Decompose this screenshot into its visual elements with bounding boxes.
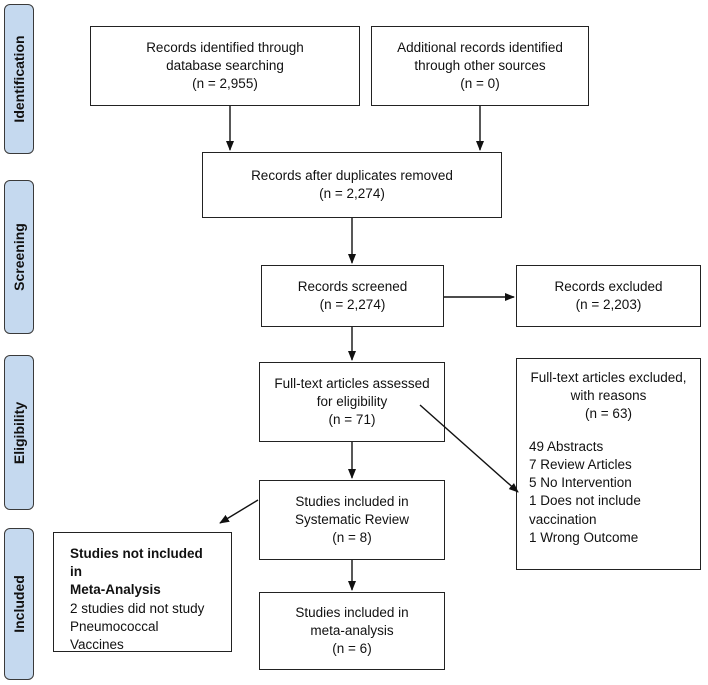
exclusion-reason: 1 Does not include — [529, 493, 641, 509]
exclusion-reason: 1 Wrong Outcome — [529, 529, 639, 545]
additional-records-line2: through other sources — [414, 57, 546, 73]
additional-records-box: Additional records identified through ot… — [371, 26, 589, 106]
arrow-review-to-not-meta — [219, 499, 259, 524]
duplicates-removed-box: Records after duplicates removed (n = 2,… — [202, 152, 502, 218]
records-screened-count: (n = 2,274) — [319, 297, 386, 312]
fulltext-excluded-count: (n = 63) — [585, 406, 632, 422]
fulltext-excluded-line1: Full-text articles excluded, — [530, 370, 687, 385]
phase-label-eligibility: Eligibility — [11, 401, 27, 464]
records-screened-box: Records screened (n = 2,274) — [261, 265, 444, 327]
fulltext-excluded-line2: with reasons — [570, 388, 647, 404]
fulltext-excluded-box: Full-text articles excluded, with reason… — [516, 358, 701, 570]
meta-analysis-box: Studies included in meta-analysis (n = 6… — [259, 592, 445, 670]
phase-eligibility: Eligibility — [4, 355, 34, 510]
not-meta-title2: Meta-Analysis — [70, 582, 161, 598]
meta-analysis-count: (n = 6) — [332, 641, 372, 657]
not-meta-desc1: 2 studies did not study — [70, 600, 205, 616]
exclusion-reason: 7 Review Articles — [529, 456, 632, 472]
phase-label-included: Included — [11, 575, 27, 633]
phase-identification: Identification — [4, 4, 34, 154]
fulltext-assessed-line1: Full-text articles assessed — [274, 375, 430, 391]
additional-records-line1: Additional records identified — [397, 39, 563, 55]
exclusion-reason: 5 No Intervention — [529, 475, 632, 491]
fulltext-assessed-line2: for eligibility — [316, 393, 388, 409]
meta-analysis-line1: Studies included in — [295, 604, 409, 620]
exclusion-reason: vaccination — [529, 511, 597, 527]
phase-label-identification: Identification — [11, 35, 27, 123]
systematic-review-line2: Systematic Review — [294, 511, 410, 527]
duplicates-removed-line1: Records after duplicates removed — [251, 167, 453, 183]
additional-records-count: (n = 0) — [460, 76, 500, 92]
phase-included: Included — [4, 528, 34, 680]
records-identified-box: Records identified through database sear… — [90, 26, 360, 106]
systematic-review-count: (n = 8) — [332, 530, 372, 546]
not-meta-title1: Studies not included in — [70, 546, 203, 580]
fulltext-assessed-box: Full-text articles assessed for eligibil… — [259, 362, 445, 442]
duplicates-removed-count: (n = 2,274) — [319, 186, 385, 201]
meta-analysis-line2: meta-analysis — [310, 622, 394, 638]
fulltext-assessed-count: (n = 71) — [328, 412, 376, 428]
records-screened-line1: Records screened — [297, 278, 408, 294]
records-excluded-box: Records excluded (n = 2,203) — [516, 265, 701, 327]
records-identified-line2: database searching — [166, 57, 284, 73]
not-meta-desc2: Pneumococcal Vaccines — [70, 618, 159, 653]
records-identified-line1: Records identified through — [146, 39, 304, 55]
not-meta-analysis-box: Studies not included in Meta-Analysis 2 … — [53, 532, 232, 652]
systematic-review-box: Studies included in Systematic Review (n… — [259, 480, 445, 560]
records-excluded-line1: Records excluded — [554, 278, 663, 294]
systematic-review-line1: Studies included in — [295, 493, 409, 509]
exclusion-reason: 49 Abstracts — [529, 438, 604, 454]
phase-screening: Screening — [4, 180, 34, 334]
phase-label-screening: Screening — [11, 223, 27, 291]
records-identified-count: (n = 2,955) — [192, 76, 258, 92]
records-excluded-count: (n = 2,203) — [575, 297, 642, 312]
